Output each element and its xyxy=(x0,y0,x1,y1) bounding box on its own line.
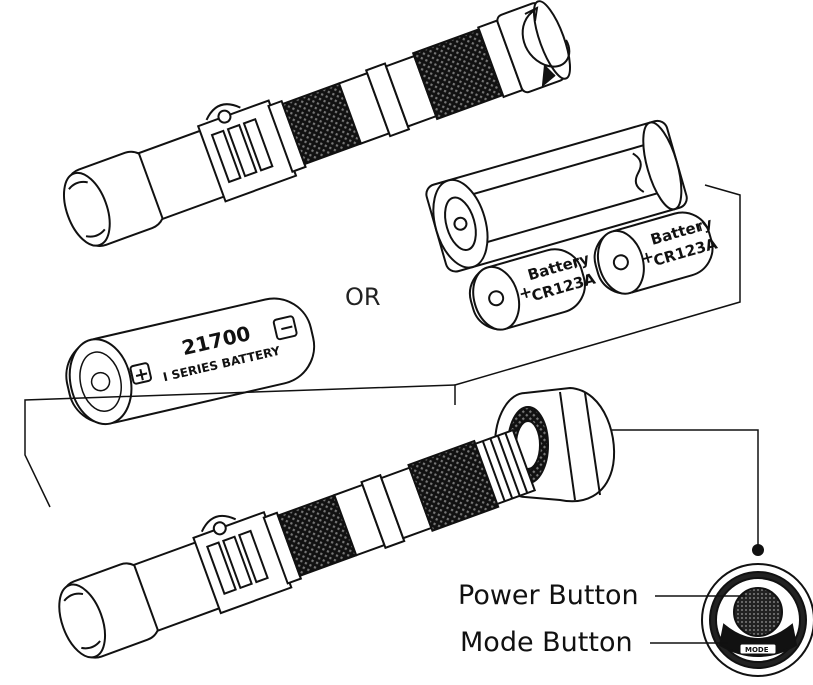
bracket-frame xyxy=(24,184,741,508)
battery-magazine xyxy=(425,119,688,273)
or-label: OR xyxy=(345,283,381,311)
cr123a-right-plus: + xyxy=(638,246,656,268)
battery-21700-plus: + xyxy=(132,363,151,387)
flashlight-bottom xyxy=(58,428,537,659)
leader-line xyxy=(612,429,759,548)
leader-dot xyxy=(752,544,764,556)
tailcap-detail: MODE xyxy=(701,563,813,677)
mode-button[interactable]: MODE xyxy=(718,623,798,657)
flashlight-top xyxy=(63,0,571,247)
battery-cr123a-left: + Battery CR123A xyxy=(468,248,598,331)
battery-cr123a-right: + Battery CR123A xyxy=(593,211,720,295)
power-button-label: Power Button xyxy=(458,580,639,611)
cr123a-left-plus: + xyxy=(516,282,534,304)
power-button[interactable] xyxy=(733,587,783,637)
head-lens xyxy=(63,171,111,247)
battery-21700: + − 21700 I SERIES BATTERY xyxy=(65,297,316,426)
rotate-arrow-icon xyxy=(521,6,571,88)
tailcap xyxy=(494,386,616,503)
mode-button-text: MODE xyxy=(745,646,769,654)
battery-21700-minus: − xyxy=(277,316,296,340)
mode-button-label: Mode Button xyxy=(460,627,633,658)
